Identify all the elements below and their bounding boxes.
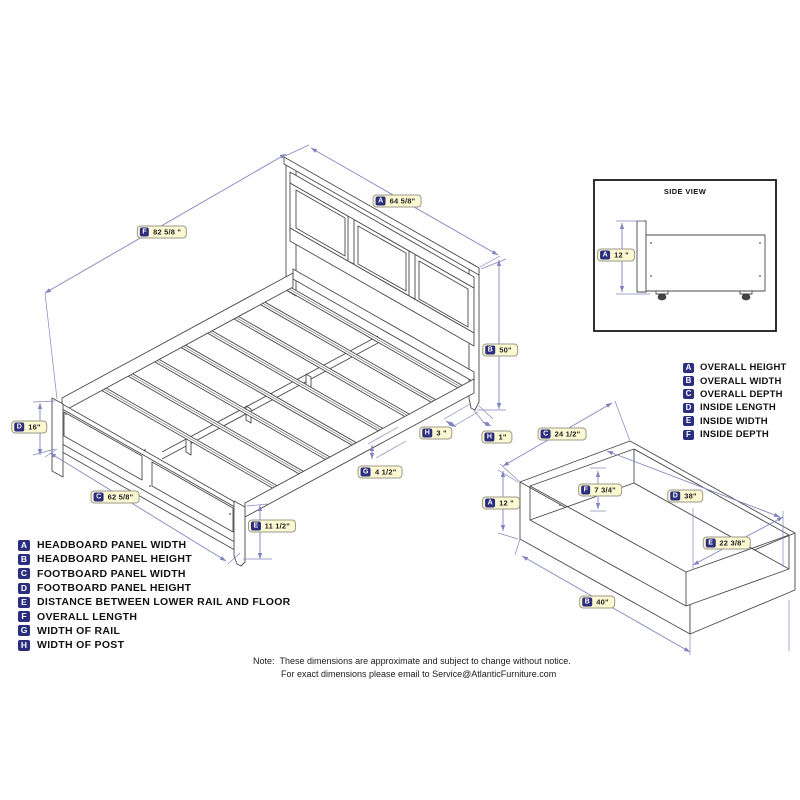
legend-letter-badge: E (18, 596, 30, 608)
legend-letter-badge: E (683, 416, 694, 427)
legend-letter-badge: H (18, 639, 30, 651)
dim-letter-badge: G (360, 467, 372, 477)
dim-letter-badge: A (600, 250, 611, 260)
dim-letter-badge: E (250, 521, 261, 531)
legend-letter-badge: A (18, 539, 30, 551)
dim-letter-badge: A (485, 498, 496, 508)
legend-letter-badge: B (683, 376, 694, 387)
bed-dimension-lines (32, 144, 507, 565)
dim-letter-badge: H (484, 432, 495, 442)
dim-letter-badge: B (582, 597, 593, 607)
disclaimer-note-line1: Note: These dimensions are approximate a… (253, 656, 571, 666)
legend-letter-badge: G (18, 625, 30, 637)
legend-letter-badge: A (683, 362, 694, 373)
legend-letter-badge: F (18, 611, 30, 623)
dim-letter-badge: F (581, 485, 591, 495)
dim-letter-badge: A (375, 196, 386, 206)
legend-letter-badge: C (18, 568, 30, 580)
dim-letter-badge: C (93, 492, 104, 502)
note-prefix: Note: (253, 656, 275, 666)
dim-letter-badge: B (485, 345, 496, 355)
dim-letter-badge: D (14, 422, 25, 432)
legend-letter-badge: D (683, 402, 694, 413)
legend-letter-badge: B (18, 553, 30, 565)
bed-slats (97, 282, 466, 493)
side-view-title: SIDE VIEW (663, 187, 707, 196)
side-view-drawing (593, 179, 777, 332)
legend-letter-badge: D (18, 582, 30, 594)
legend-letter-badge: F (683, 429, 694, 440)
dim-letter-badge: E (705, 538, 716, 548)
legend-letter-badge: C (683, 389, 694, 400)
dim-letter-badge: D (670, 491, 681, 501)
dim-letter-badge: C (540, 429, 551, 439)
dim-letter-badge: F (139, 227, 150, 237)
bed-drawing (51, 156, 480, 567)
dim-letter-badge: H (422, 428, 433, 438)
disclaimer-note-line2: For exact dimensions please email to Ser… (281, 669, 557, 679)
